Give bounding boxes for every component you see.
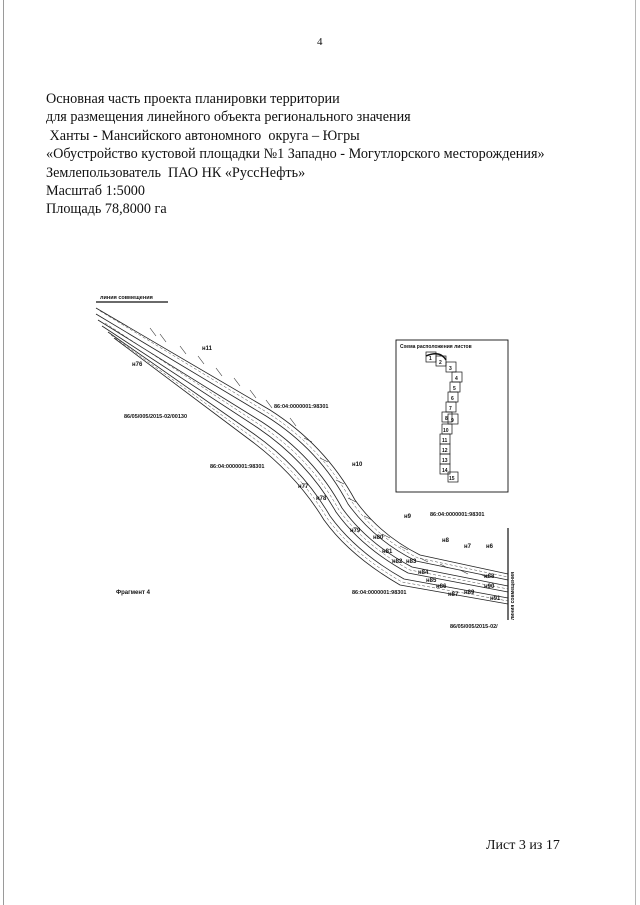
inset-sheet-number: 6 bbox=[451, 396, 454, 402]
corridor-line bbox=[95, 313, 509, 581]
point-label: н91 bbox=[490, 596, 501, 602]
inset-sheet-number: 13 bbox=[442, 458, 448, 464]
point-label: н8 bbox=[442, 538, 450, 544]
inset-sheet-grid bbox=[425, 351, 463, 483]
inset-sheet-number: 9 bbox=[451, 418, 454, 424]
point-label: н7 bbox=[464, 544, 472, 550]
inset-sheet-number: 5 bbox=[453, 386, 456, 392]
point-label: н11 bbox=[202, 346, 213, 352]
corridor-line bbox=[113, 337, 509, 605]
header-line-area: Площадь 78,8000 га bbox=[46, 201, 167, 218]
boundary-points: н11 н76 н10 н77 н78 н9 н79 н80 н8 н81 н8… bbox=[132, 346, 501, 602]
point-label: н79 bbox=[350, 528, 361, 534]
corridor-line bbox=[101, 325, 509, 593]
point-label: н9 bbox=[404, 514, 412, 520]
point-label: н6 bbox=[486, 544, 494, 550]
corridor-dashed-lines bbox=[99, 310, 509, 602]
planning-map-fragment: линия совмещения линия совмещения 86/05/… bbox=[95, 295, 516, 630]
point-label: н81 bbox=[382, 549, 393, 555]
header-line-region: Ханты - Мансийского автономного округа –… bbox=[46, 127, 360, 144]
dashed-line bbox=[104, 322, 509, 590]
inset-sheet-numbers: 1 2 3 4 5 6 7 8 9 10 11 12 13 14 15 bbox=[429, 356, 458, 482]
inset-sheet-number: 4 bbox=[455, 376, 458, 382]
point-label: н82 bbox=[392, 559, 403, 565]
cadastral-label: 86/05/005/2015-02/ bbox=[450, 624, 498, 630]
inset-sheet-number: 10 bbox=[443, 428, 449, 434]
inset-frame bbox=[395, 339, 509, 493]
inset-sheet-number: 2 bbox=[439, 360, 442, 366]
point-label: н83 bbox=[406, 559, 417, 565]
inset-sheet-number: 7 bbox=[449, 406, 452, 412]
terrain-hatching bbox=[149, 327, 489, 579]
inset-title: Схема расположения листов bbox=[400, 344, 472, 350]
header-line-purpose: для размещения линейного объекта региона… bbox=[46, 109, 411, 126]
limit-label-right: линия совмещения bbox=[510, 572, 516, 620]
dashed-line bbox=[110, 334, 509, 602]
fragment-label: Фрагмент 4 bbox=[116, 590, 151, 596]
cadastral-label: 86:04:0000001:98301 bbox=[430, 512, 484, 518]
header-line-land-user: Землепользователь ПАО НК «РуссНефть» bbox=[46, 164, 306, 181]
header-line-object: «Обустройство кустовой площадки №1 Запад… bbox=[46, 146, 545, 163]
corridor-lines bbox=[95, 307, 509, 605]
document-header: Основная часть проекта планировки террит… bbox=[46, 90, 545, 219]
corridor-line bbox=[95, 307, 509, 575]
inset-sheet-number: 14 bbox=[442, 468, 448, 474]
limit-label-top: линия совмещения bbox=[100, 295, 153, 301]
inset-sheet-number: 15 bbox=[449, 476, 455, 482]
point-label: н10 bbox=[352, 462, 363, 468]
point-label: н80 bbox=[373, 535, 384, 541]
point-label: н85 bbox=[426, 578, 437, 584]
inset-sheet-number: 12 bbox=[442, 448, 448, 454]
point-label: н90 bbox=[484, 584, 495, 590]
point-label: н89 bbox=[464, 590, 475, 596]
scan-edge-left bbox=[3, 0, 4, 905]
scan-edge-right bbox=[635, 0, 636, 905]
cadastral-label: 86:04:0000001:98301 bbox=[274, 404, 328, 410]
inset-sheet-number: 8 bbox=[445, 416, 448, 422]
corridor-line bbox=[107, 331, 509, 599]
header-line-scale: Масштаб 1:5000 bbox=[46, 183, 145, 200]
corridor-line bbox=[97, 319, 509, 587]
point-label: н88 bbox=[484, 574, 495, 580]
page-number: 4 bbox=[317, 36, 323, 48]
cadastral-label: 86:04:0000001:98301 bbox=[210, 464, 264, 470]
point-label: н86 bbox=[436, 584, 447, 590]
point-label: н76 bbox=[132, 362, 143, 368]
sheet-layout-inset: Схема расположения листов 1 2 3 4 5 6 7 … bbox=[395, 339, 509, 493]
inset-sheet-number: 11 bbox=[442, 438, 448, 444]
inset-sheet-number: 1 bbox=[429, 356, 432, 362]
point-label: н78 bbox=[316, 496, 327, 502]
sheet-counter: Лист 3 из 17 bbox=[486, 838, 560, 853]
point-label: н84 bbox=[418, 570, 429, 576]
point-label: н77 bbox=[298, 484, 309, 490]
header-line-title: Основная часть проекта планировки террит… bbox=[46, 91, 340, 107]
cadastral-label: 86:04:0000001:98301 bbox=[352, 590, 406, 596]
inset-sheet-number: 3 bbox=[449, 366, 452, 372]
cadastral-label: 86/05/005/2015-02/00130 bbox=[124, 414, 187, 420]
point-label: н87 bbox=[448, 592, 459, 598]
